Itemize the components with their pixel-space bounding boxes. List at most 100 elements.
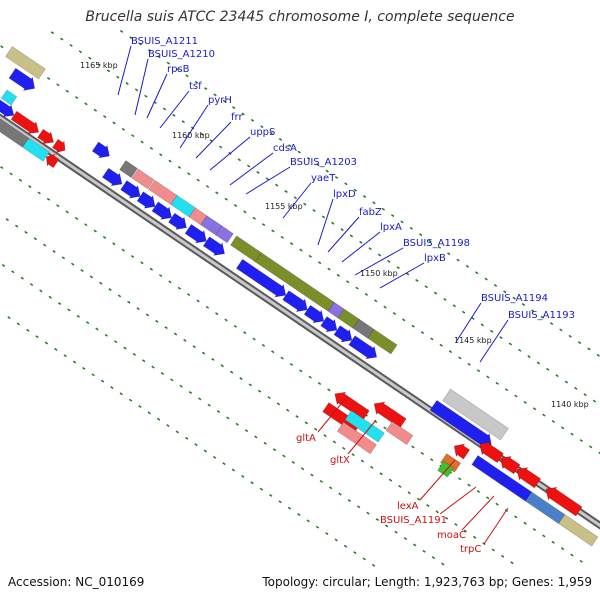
tick-mark: [510, 561, 514, 565]
tick-mark: [428, 239, 432, 243]
tick-mark: [589, 445, 593, 449]
tick-mark: [536, 361, 541, 365]
tick-mark: [128, 398, 133, 402]
tick-label: 1150 kbp: [360, 269, 398, 278]
tick-mark: [50, 31, 55, 35]
tick-mark: [441, 562, 445, 566]
tick-mark: [447, 252, 451, 256]
tick-mark: [385, 524, 389, 528]
callout-line: [483, 507, 509, 545]
tick-mark: [248, 383, 252, 387]
tick-mark: [252, 216, 256, 220]
tick-mark: [532, 528, 537, 532]
tick-mark: [145, 313, 150, 317]
tick-mark: [362, 557, 366, 561]
tick-mark: [328, 486, 333, 490]
tick-mark: [368, 247, 372, 251]
tick-mark: [56, 83, 60, 87]
tick-mark: [289, 242, 294, 246]
tick-mark: [205, 185, 210, 188]
tick-mark: [121, 248, 125, 252]
tick-mark: [116, 75, 120, 79]
tick-mark: [308, 254, 312, 258]
tick-mark: [95, 327, 99, 331]
tick-mark: [521, 303, 526, 306]
tick-mark: [405, 272, 410, 276]
tick-mark: [282, 454, 286, 458]
tick-mark: [514, 515, 518, 519]
callout-line: [134, 58, 149, 116]
tick-mark: [346, 280, 350, 284]
tick-mark: [164, 326, 168, 330]
tick-mark: [560, 426, 565, 430]
tick-mark: [74, 96, 79, 100]
tick-mark: [366, 511, 370, 515]
gene-feature: [0, 89, 18, 106]
tick-mark: [321, 215, 326, 219]
tick-labels: 1165 kbp 1160 kbp 1155 kbp 1150 kbp 1145…: [80, 61, 589, 409]
tick-mark: [222, 462, 226, 466]
gene-label-pyrH: pyrH: [208, 95, 232, 106]
tick-mark: [9, 172, 13, 176]
tick-mark: [420, 331, 425, 335]
tick-mark: [26, 328, 30, 332]
chromosome-backbone: [0, 113, 600, 530]
tick-mark: [364, 292, 369, 296]
tick-mark: [327, 388, 331, 392]
tick-mark: [390, 214, 395, 218]
tick-mark: [500, 554, 505, 558]
tick-mark: [14, 224, 19, 228]
tick-mark: [312, 209, 316, 213]
tick-mark: [229, 370, 234, 374]
tick-mark: [263, 441, 267, 445]
tick-mark: [295, 415, 299, 419]
tick-mark: [106, 69, 111, 73]
tick-mark: [103, 115, 107, 119]
gene-label-BSUIS_A1210: BSUIS_A1210: [148, 49, 215, 60]
gene-label-BSUIS_A1191: BSUIS_A1191: [380, 515, 447, 526]
callout-line: [461, 495, 495, 531]
tick-mark: [28, 185, 32, 189]
tick-mark: [160, 371, 165, 375]
tick-mark: [297, 513, 301, 516]
tick-mark: [490, 329, 494, 333]
tick-mark: [46, 77, 51, 80]
tick-mark: [215, 191, 219, 195]
gene-feature: [136, 191, 156, 209]
gene-feature: [230, 235, 262, 263]
gene-feature: [8, 67, 36, 91]
tick-mark: [18, 178, 23, 182]
callout-line: [229, 152, 274, 186]
tick-mark: [218, 145, 223, 149]
tick-mark: [347, 499, 351, 502]
tick-mark: [140, 140, 144, 144]
tick-mark: [551, 420, 555, 423]
tick-mark: [211, 357, 215, 361]
tick-mark: [60, 37, 64, 41]
callout-line: [317, 198, 334, 246]
gene-feature: [336, 421, 377, 455]
tick-mark: [123, 346, 127, 350]
tick-mark: [299, 369, 303, 373]
tick-mark: [454, 523, 458, 527]
tick-mark: [289, 362, 294, 366]
tick-mark: [162, 107, 167, 111]
tick-mark: [476, 369, 481, 373]
tick-mark: [250, 118, 255, 122]
tick-mark: [394, 530, 398, 534]
gene-feature: [558, 514, 599, 547]
callout-line: [179, 104, 209, 149]
gene-feature: [101, 167, 123, 187]
tick-mark: [194, 443, 198, 447]
tick-mark: [76, 314, 80, 318]
tick-mark: [239, 377, 243, 380]
callout-line: [195, 121, 232, 159]
tick-mark: [170, 378, 174, 382]
tick-mark: [343, 544, 348, 548]
tick-mark: [371, 563, 376, 567]
tick-mark: [100, 379, 105, 383]
tick-mark: [486, 496, 490, 500]
tick-mark: [20, 276, 24, 280]
gene-feature: [184, 223, 207, 244]
tick-mark: [272, 448, 277, 452]
